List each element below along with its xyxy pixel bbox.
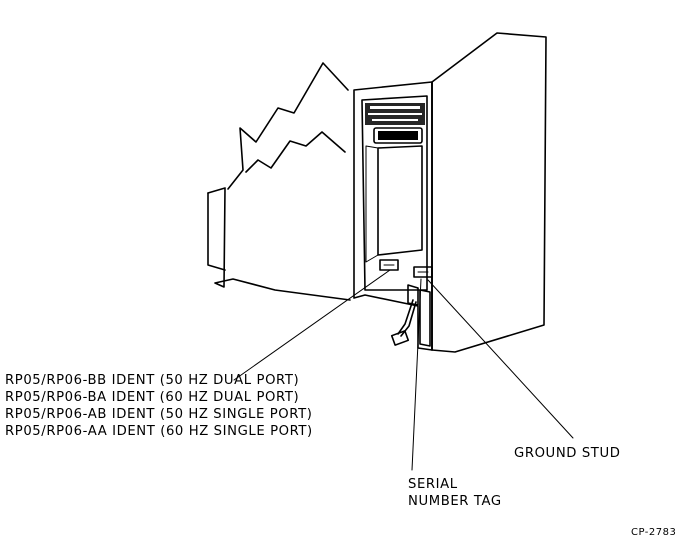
label-ident-bb: RP05/RP06-BB IDENT (50 HZ DUAL PORT) [5, 373, 299, 388]
lower-connectors [379, 259, 433, 278]
figure-id: CP-2783 [631, 527, 676, 538]
inner-panel [365, 145, 423, 263]
broken-away-section [207, 62, 351, 301]
label-serial-line2: NUMBER TAG [408, 494, 502, 509]
leader-lines [233, 269, 574, 471]
cabinet-front-frame [353, 81, 433, 351]
label-ident-ba: RP05/RP06-BA IDENT (60 HZ DUAL PORT) [5, 390, 299, 405]
label-serial-line1: SERIAL [408, 477, 458, 492]
front-handle [373, 127, 423, 144]
base-and-cable [390, 284, 431, 347]
label-ground-stud: GROUND STUD [514, 446, 620, 461]
top-grille [365, 103, 425, 125]
label-ident-ab: RP05/RP06-AB IDENT (50 HZ SINGLE PORT) [5, 407, 312, 422]
cabinet-side-panel [431, 32, 547, 353]
label-ident-aa: RP05/RP06-AA IDENT (60 HZ SINGLE PORT) [5, 424, 313, 439]
